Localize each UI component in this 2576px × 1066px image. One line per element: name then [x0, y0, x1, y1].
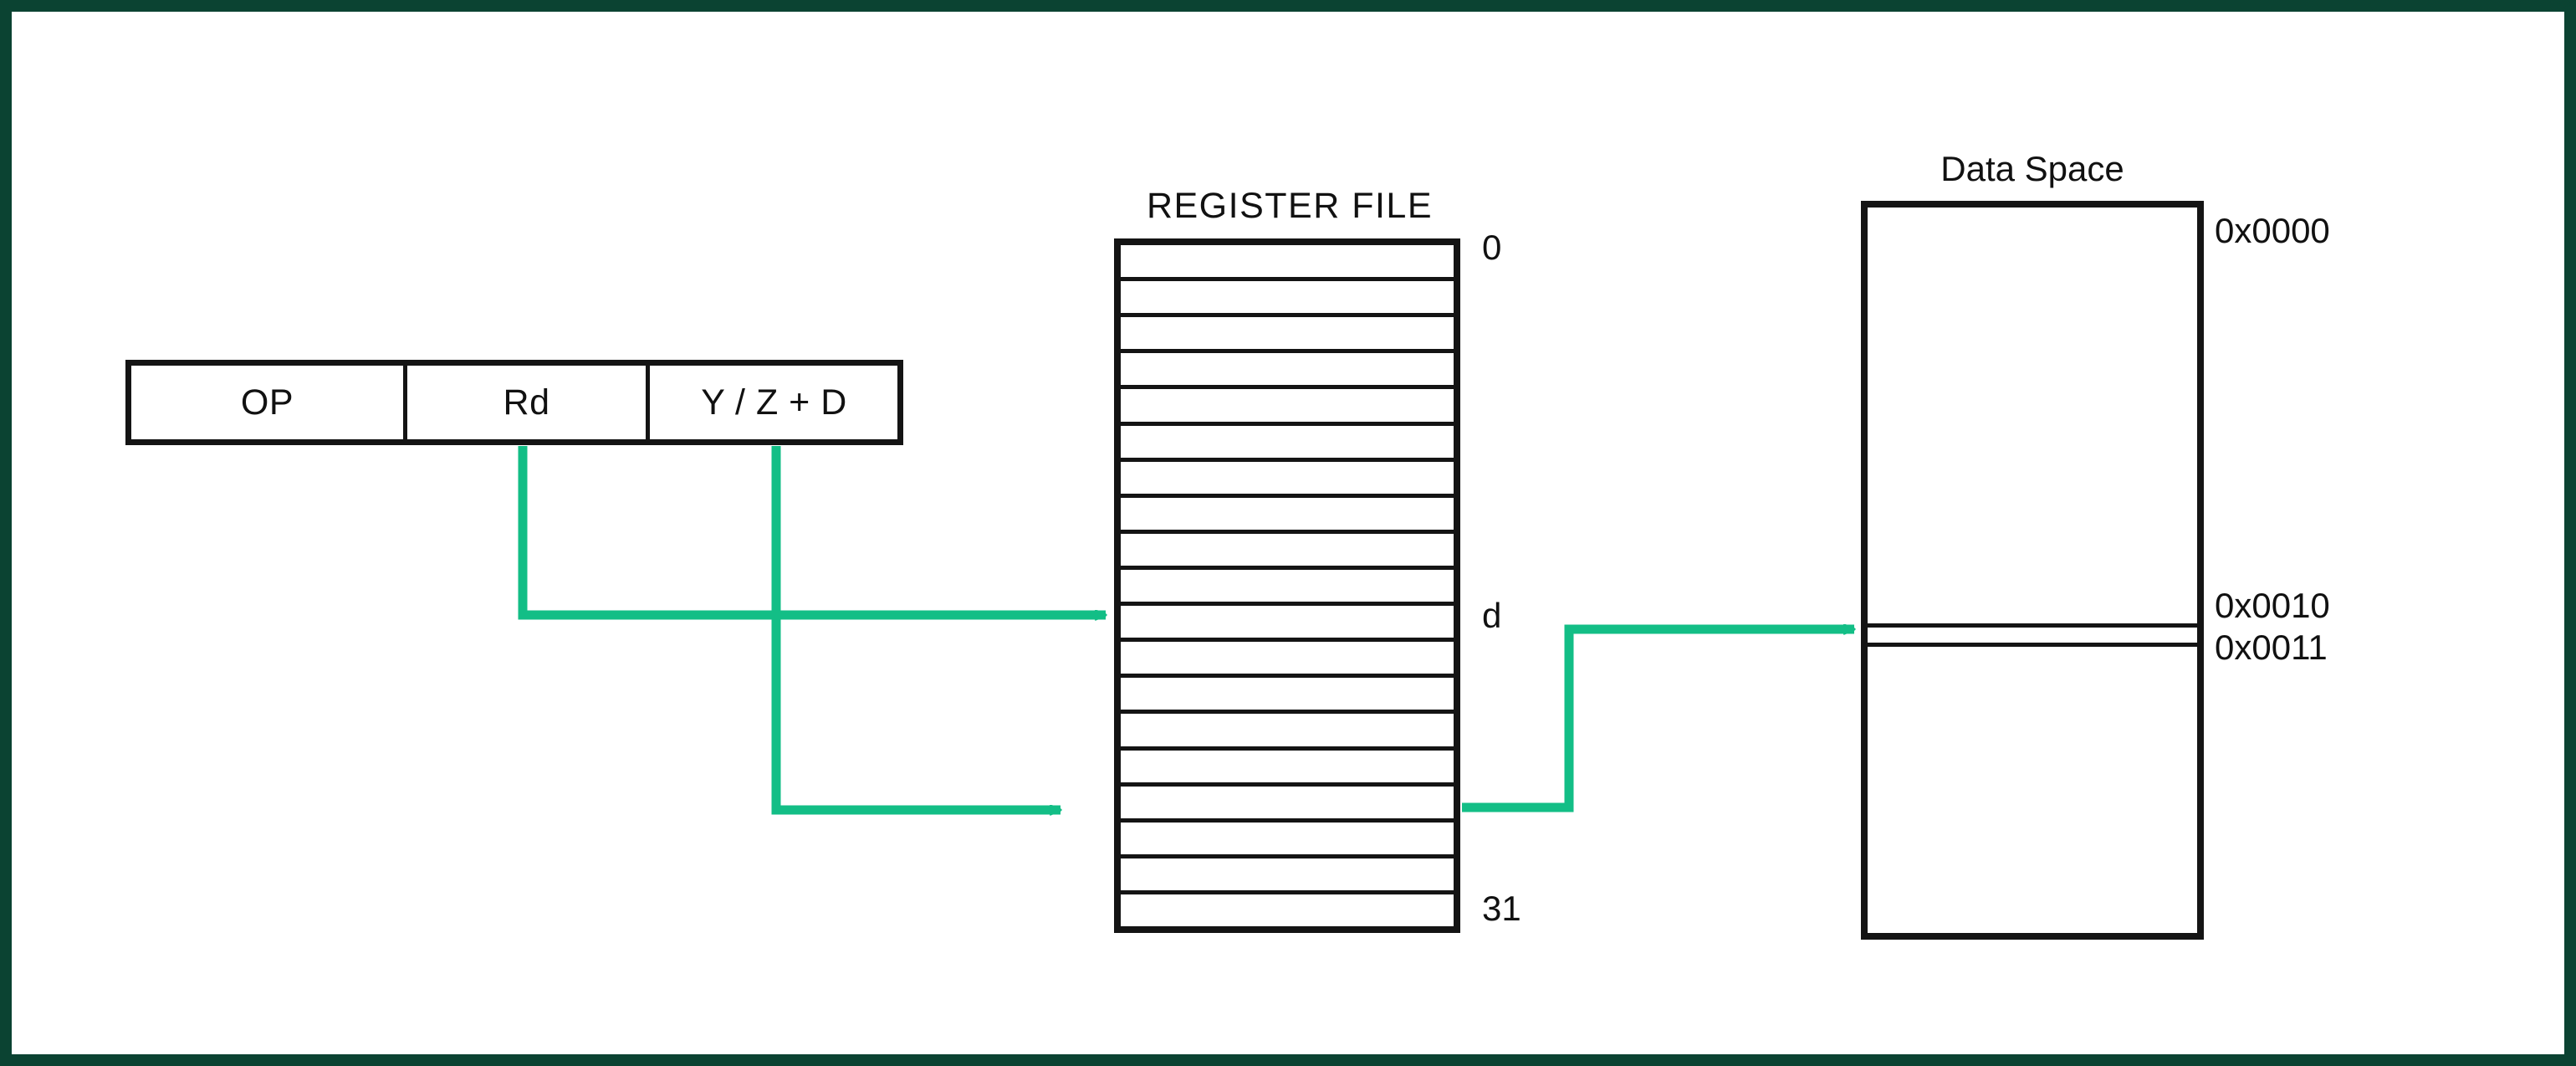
register-file-row [1121, 750, 1454, 787]
register-file-row [1121, 822, 1454, 858]
register-file-row-pointer [1121, 786, 1454, 823]
instruction-word: OP Rd Y / Z + D [125, 360, 903, 445]
data-space-divider-upper [1868, 623, 2197, 628]
instruction-field-op: OP [131, 366, 407, 439]
inner-frame [12, 12, 2564, 1054]
register-file-row [1121, 678, 1454, 715]
register-file-row [1121, 858, 1454, 894]
register-file-label-top: 0 [1482, 228, 1502, 267]
register-file-label-31: 31 [1482, 889, 1521, 928]
register-file-row [1121, 606, 1454, 643]
register-file-box [1114, 238, 1460, 933]
register-file-title: REGISTER FILE [1146, 186, 1434, 226]
data-space-title: Data Space [1940, 149, 2124, 188]
register-file-row [1121, 425, 1454, 462]
register-file-row [1121, 714, 1454, 751]
connector-displacement-to-register-file [771, 446, 1061, 810]
register-file-row [1121, 461, 1454, 498]
register-file-row [1121, 533, 1454, 570]
register-file-row [1121, 245, 1454, 282]
register-file-label-d: d [1482, 596, 1502, 635]
register-file-row-31 [1121, 894, 1454, 927]
data-space-box [1861, 201, 2204, 940]
data-space-divider-lower [1868, 643, 2197, 647]
data-space-address-0x0010: 0x0010 [2215, 586, 2330, 625]
connector-rd-to-register-file [518, 446, 1106, 615]
register-file-row [1121, 389, 1454, 426]
register-file-row [1121, 317, 1454, 354]
instruction-field-displacement: Y / Z + D [701, 382, 847, 423]
register-file-row-d [1121, 569, 1454, 607]
connector-register-file-to-data-space [1462, 629, 1854, 812]
instruction-field-rd: Rd [407, 366, 650, 439]
register-file-row [1121, 353, 1454, 390]
register-file-row [1121, 497, 1454, 534]
register-file-row [1121, 642, 1454, 679]
data-space-address-0x0000: 0x0000 [2215, 211, 2330, 250]
register-file-row [1121, 281, 1454, 318]
data-space-address-0x0011: 0x0011 [2215, 628, 2328, 667]
